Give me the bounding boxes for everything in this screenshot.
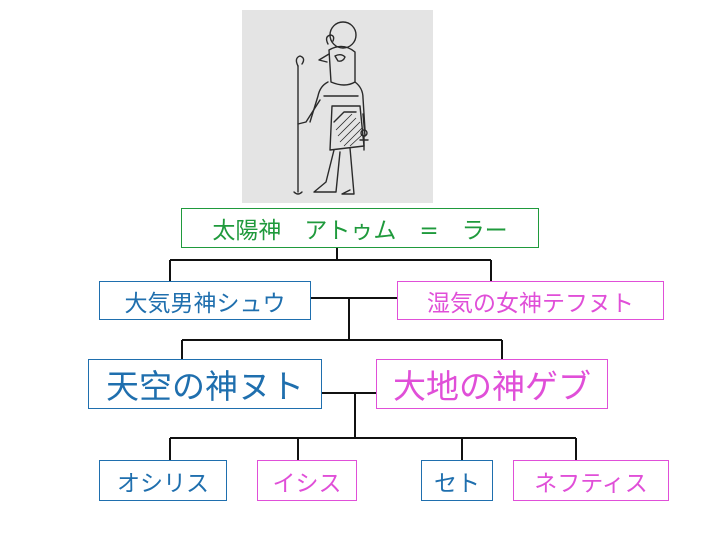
node-shu-label: 大気男神シュウ bbox=[124, 290, 286, 317]
node-set-label: セト bbox=[434, 470, 480, 497]
node-nephthys: ネフティス bbox=[513, 460, 669, 501]
node-osiris-label: オシリス bbox=[117, 470, 209, 497]
node-set: セト bbox=[421, 460, 493, 501]
node-geb: 大地の神ゲブ bbox=[376, 359, 608, 409]
node-geb-label: 大地の神ゲブ bbox=[393, 367, 591, 406]
ra-figure-icon bbox=[293, 21, 369, 195]
node-nut: 天空の神ヌト bbox=[88, 359, 322, 409]
node-nut-label: 天空の神ヌト bbox=[106, 367, 304, 406]
ra-illustration bbox=[242, 10, 433, 203]
node-isis-label: イシス bbox=[272, 470, 342, 497]
node-isis: イシス bbox=[257, 460, 357, 501]
node-nephthys-label: ネフティス bbox=[534, 470, 648, 497]
node-tefnut: 湿気の女神テフヌト bbox=[397, 281, 664, 320]
node-tefnut-label: 湿気の女神テフヌト bbox=[427, 290, 634, 317]
node-osiris: オシリス bbox=[99, 460, 227, 501]
node-shu: 大気男神シュウ bbox=[99, 281, 311, 320]
node-atum-ra-label: 太陽神 アトゥム = ラー bbox=[212, 218, 508, 244]
node-atum-ra: 太陽神 アトゥム = ラー bbox=[181, 208, 539, 248]
